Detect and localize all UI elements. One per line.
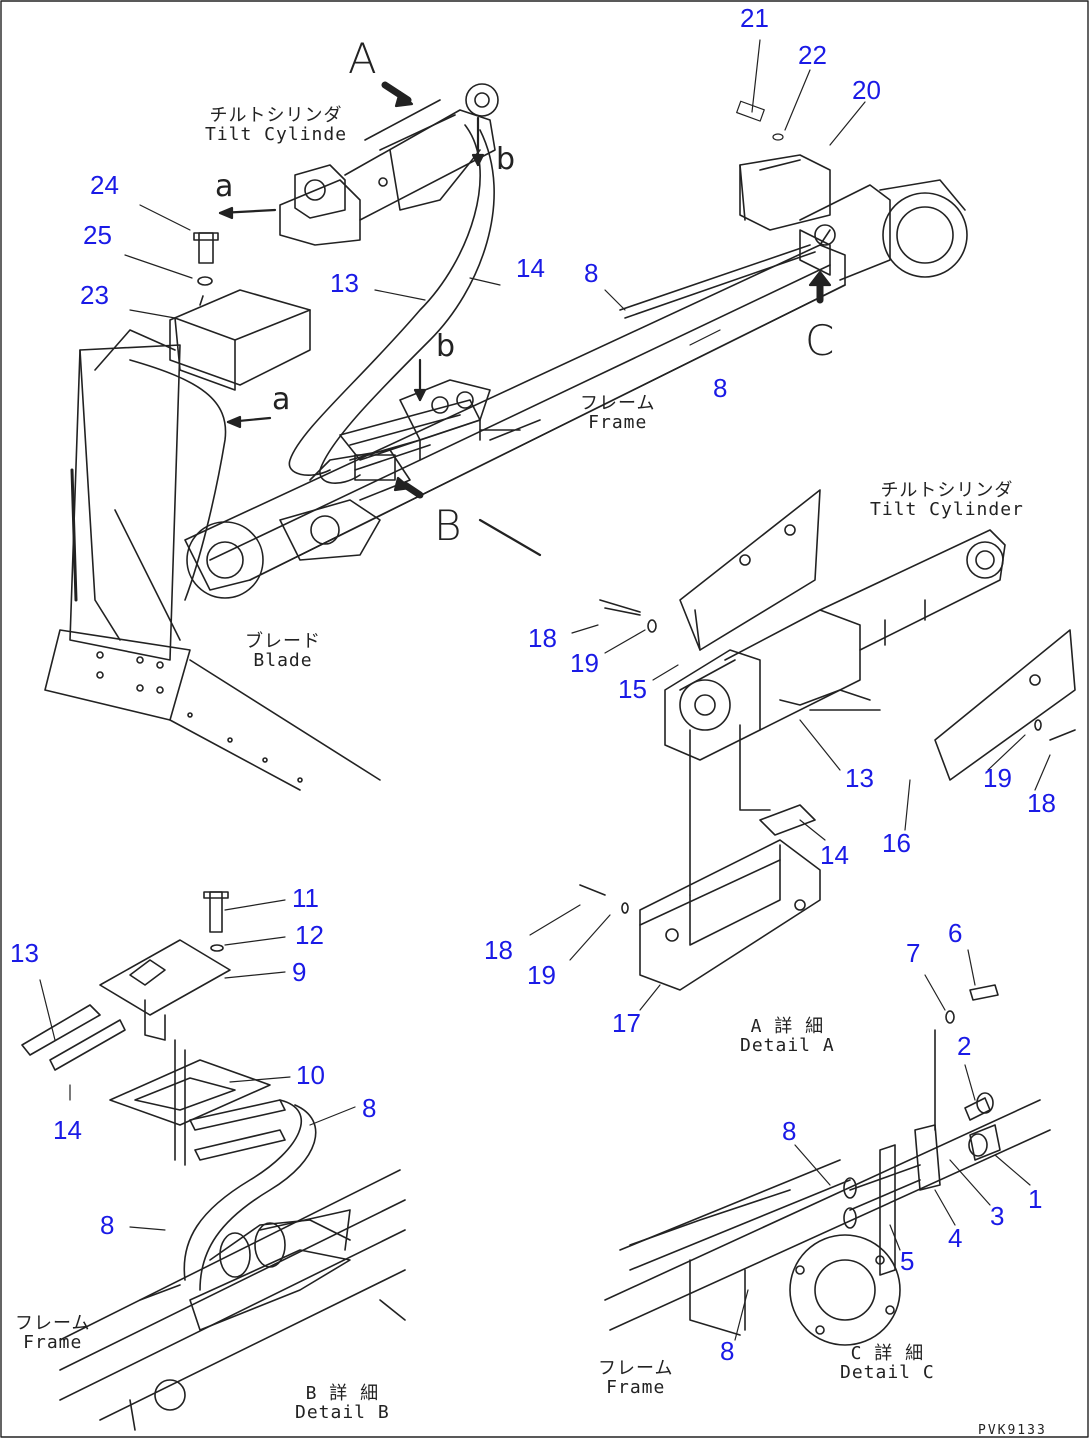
callout-1: 1 xyxy=(1028,1184,1043,1214)
callout-15: 15 xyxy=(618,674,647,704)
leaders-main xyxy=(124,39,866,346)
callout-12: 12 xyxy=(295,920,324,950)
callout-2: 2 xyxy=(957,1031,972,1061)
label-detail-c: C 詳 細 Detail C xyxy=(840,1343,935,1383)
callout-20: 20 xyxy=(852,75,881,105)
callout-8-b-left: 8 xyxy=(100,1210,115,1240)
leaders-c xyxy=(734,949,1031,1341)
callout-13-main: 13 xyxy=(330,268,359,298)
cable-blade xyxy=(129,359,227,601)
callout-14-main: 14 xyxy=(516,253,545,283)
bracket-23 xyxy=(169,232,311,391)
arrow-letter-b-top: b xyxy=(496,142,516,177)
callout-18-a-bottom: 18 xyxy=(484,935,513,965)
callout-9: 9 xyxy=(292,957,307,987)
callout-13-b: 13 xyxy=(10,938,39,968)
callout-5: 5 xyxy=(900,1246,915,1276)
callout-10: 10 xyxy=(296,1060,325,1090)
label-blade: ブレード Blade xyxy=(245,631,321,671)
callout-18-a-top: 18 xyxy=(528,623,557,653)
callout-19-a-right: 19 xyxy=(983,763,1012,793)
label-tilt-cylinder-right: チルトシリンダ Tilt Cylinder xyxy=(870,480,1024,520)
callout-13-a: 13 xyxy=(845,763,874,793)
view-letter-b: B xyxy=(434,501,462,550)
label-tilt-cylinder-top: チルトシリンダ Tilt Cylinde xyxy=(205,105,348,145)
leaders-b xyxy=(39,899,356,1231)
callout-24: 24 xyxy=(90,170,119,200)
callout-22: 22 xyxy=(798,40,827,70)
hoses-main xyxy=(288,124,831,484)
arrow-letter-b-frame: b xyxy=(436,329,456,364)
callout-18-a-right: 18 xyxy=(1027,788,1056,818)
frame-arm xyxy=(184,244,846,599)
label-frame-b: フレーム Frame xyxy=(15,1313,91,1353)
label-detail-a: A 詳 細 Detail A xyxy=(740,1016,835,1056)
callout-19-a-bottom: 19 xyxy=(527,960,556,990)
trunnion-right xyxy=(739,154,968,281)
view-letter-c: C xyxy=(805,316,835,365)
callout-23: 23 xyxy=(80,280,109,310)
callout-14-a: 14 xyxy=(820,840,849,870)
detail-c-drawing xyxy=(604,984,1051,1346)
callout-8-main-a: 8 xyxy=(584,258,599,288)
callout-8-main-b: 8 xyxy=(713,373,728,403)
callout-7: 7 xyxy=(906,938,921,968)
blade-drawing xyxy=(44,329,381,791)
callout-11: 11 xyxy=(292,883,319,913)
callout-3: 3 xyxy=(990,1201,1005,1231)
view-letter-a: A xyxy=(348,34,377,83)
detail-a-drawing xyxy=(579,489,1076,991)
callout-8-c-bottom: 8 xyxy=(720,1336,735,1366)
arrow-letter-a-blade: a xyxy=(272,382,291,417)
view-arrows xyxy=(218,81,832,557)
arrow-letter-a-top: a xyxy=(215,169,234,204)
callout-8-c-top: 8 xyxy=(782,1116,797,1146)
callout-8-b-right: 8 xyxy=(362,1093,377,1123)
callout-17: 17 xyxy=(612,1008,641,1038)
leaders-a xyxy=(529,624,1051,1011)
callout-14-b: 14 xyxy=(53,1115,82,1145)
callout-25: 25 xyxy=(83,220,112,250)
callout-21: 21 xyxy=(740,3,769,33)
label-frame-main: フレーム Frame xyxy=(580,393,656,433)
callout-19-a-top: 19 xyxy=(570,648,599,678)
label-detail-b: B 詳 細 Detail B xyxy=(295,1383,390,1423)
label-frame-c: フレーム Frame xyxy=(598,1358,674,1398)
tilt-cylinder-top xyxy=(279,83,499,246)
callout-16: 16 xyxy=(882,828,911,858)
drawing-code: PVK9133 xyxy=(978,1423,1047,1438)
detail-b-drawing xyxy=(21,891,406,1431)
callout-4: 4 xyxy=(948,1223,963,1253)
callout-6: 6 xyxy=(948,918,963,948)
